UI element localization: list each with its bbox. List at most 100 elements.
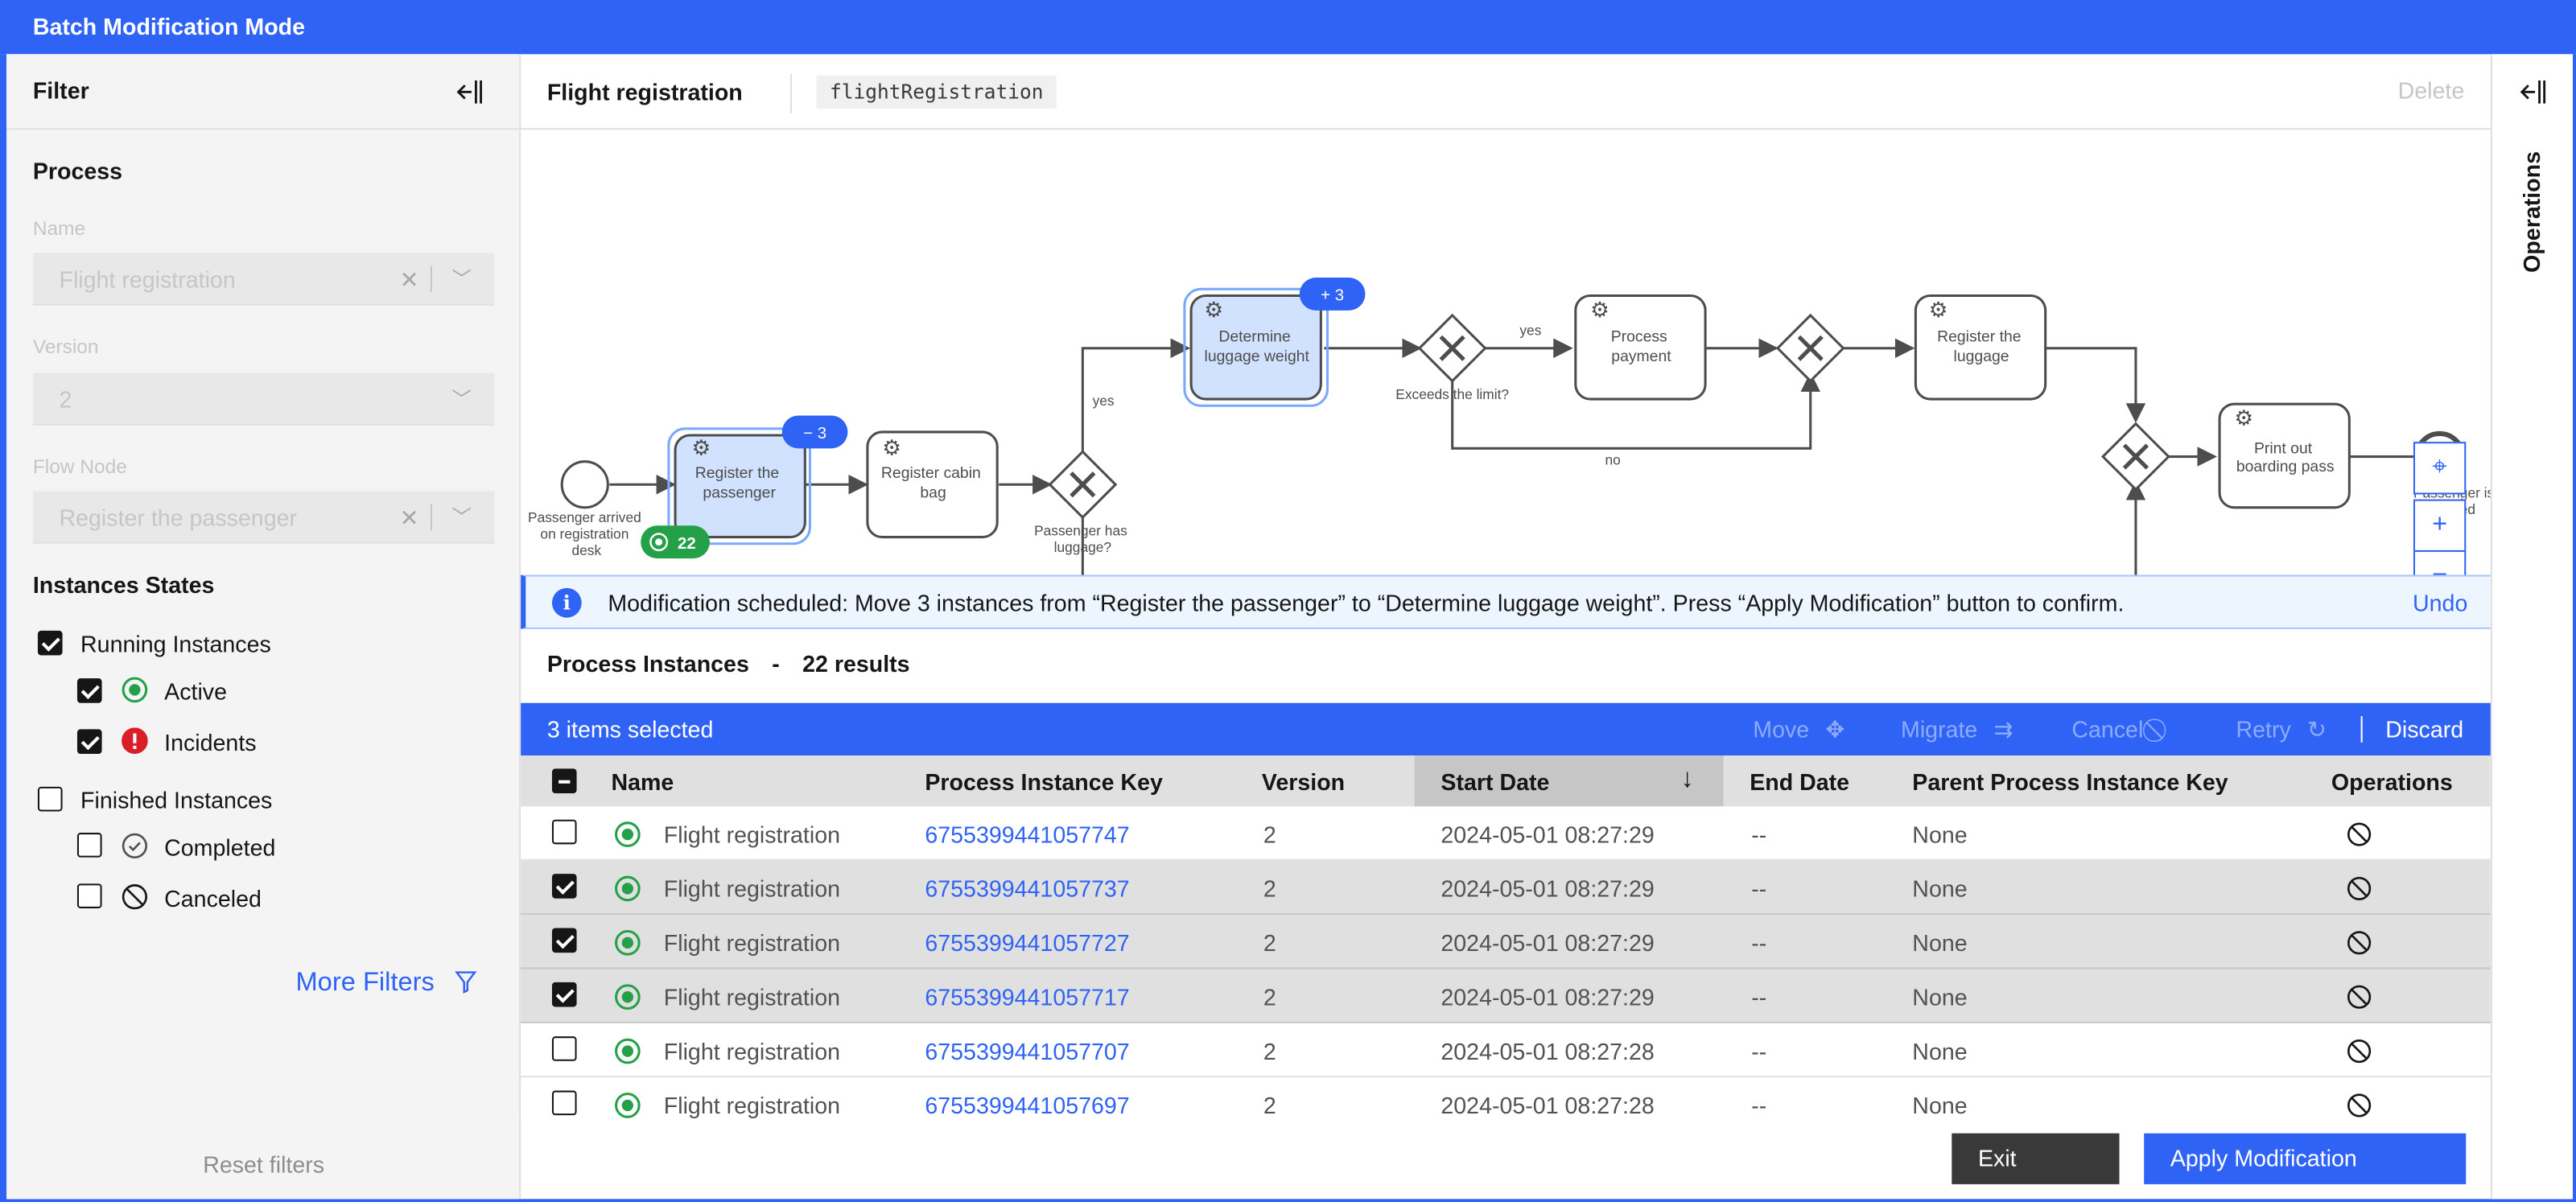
- completed-checkbox[interactable]: [76, 833, 102, 858]
- filter-icon: [454, 971, 477, 994]
- clear-icon[interactable]: ✕: [399, 266, 419, 293]
- name-combobox[interactable]: Flight registration ✕ ﹀: [32, 253, 495, 306]
- bpmn-diagram[interactable]: Passenger arrived on registration desk ⚙…: [521, 131, 2491, 575]
- reset-filters-button[interactable]: Reset filters: [203, 1151, 325, 1178]
- clear-icon[interactable]: ✕: [399, 504, 419, 531]
- row-version: 2: [1263, 821, 1276, 848]
- flow-node-value: Register the passenger: [59, 504, 298, 531]
- row-name: Flight registration: [663, 1092, 841, 1119]
- exit-button[interactable]: Exit: [1952, 1133, 2120, 1184]
- zoom-out-button[interactable]: −: [2413, 550, 2467, 575]
- row-start-date: 2024-05-01 08:27:29: [1440, 983, 1655, 1011]
- row-name: Flight registration: [663, 1038, 841, 1064]
- column-end-date[interactable]: End Date: [1750, 768, 1850, 796]
- task-register-cabin-bag[interactable]: [866, 430, 999, 539]
- row-parent-key: None: [1912, 821, 1968, 848]
- sort-descending-icon[interactable]: ↓: [1680, 765, 1694, 794]
- row-name: Flight registration: [663, 875, 841, 902]
- row-instance-key-link[interactable]: 6755399441057727: [925, 929, 1130, 957]
- row-parent-key: None: [1912, 1092, 1968, 1119]
- cancel-instance-icon[interactable]: [2346, 929, 2372, 956]
- expand-panel-icon[interactable]: [2517, 77, 2547, 107]
- column-instance-key[interactable]: Process Instance Key: [925, 768, 1163, 796]
- zoom-in-button[interactable]: +: [2413, 499, 2467, 552]
- chevron-down-icon[interactable]: ﹀: [451, 267, 472, 291]
- retry-button[interactable]: Retry ↻: [2236, 716, 2326, 744]
- gear-icon: ⚙: [1590, 298, 1609, 322]
- canceled-checkbox[interactable]: [76, 883, 102, 908]
- cancel-instance-icon[interactable]: [2346, 875, 2372, 902]
- migrate-button[interactable]: Migrate ⇉: [1901, 716, 2013, 744]
- column-start-date[interactable]: Start Date: [1440, 768, 1550, 796]
- sequence-flow: [1081, 338, 1191, 452]
- select-all-checkbox[interactable]: [551, 768, 577, 794]
- task-process-payment-label: Process payment: [1611, 328, 1671, 365]
- chevron-down-icon[interactable]: ﹀: [451, 505, 472, 529]
- start-event[interactable]: [560, 460, 609, 509]
- row-end-date: --: [1751, 983, 1767, 1011]
- row-instance-key-link[interactable]: 6755399441057747: [925, 821, 1130, 848]
- info-icon: i: [551, 587, 582, 618]
- cancel-instance-icon[interactable]: [2346, 984, 2372, 1011]
- task-determine-luggage-weight[interactable]: [1189, 294, 1322, 401]
- column-version[interactable]: Version: [1261, 768, 1346, 796]
- action-divider: [2360, 716, 2363, 743]
- column-parent-key[interactable]: Parent Process Instance Key: [1912, 768, 2228, 796]
- process-name: Flight registration: [546, 78, 743, 105]
- row-checkbox[interactable]: [551, 1090, 577, 1116]
- undo-button[interactable]: Undo: [2413, 589, 2468, 616]
- flow-node-combobox[interactable]: Register the passenger ✕ ﹀: [32, 491, 495, 544]
- row-checkbox[interactable]: [551, 819, 577, 845]
- delete-button[interactable]: Delete: [2397, 76, 2465, 104]
- cancel-instance-icon[interactable]: [2346, 1093, 2372, 1119]
- apply-modification-button[interactable]: Apply Modification: [2144, 1133, 2467, 1184]
- chevron-down-icon[interactable]: ﹀: [451, 387, 472, 411]
- active-state-icon: [615, 875, 641, 902]
- row-checkbox[interactable]: [551, 982, 577, 1007]
- task-register-luggage[interactable]: [1914, 294, 2047, 401]
- collapse-panel-icon[interactable]: [453, 77, 483, 107]
- version-value: 2: [59, 385, 72, 413]
- task-print-boarding-pass[interactable]: [2218, 402, 2351, 509]
- active-badge-icon: [649, 533, 669, 552]
- more-filters-button[interactable]: More Filters: [295, 969, 477, 998]
- sequence-flow: [2045, 347, 2146, 423]
- running-instances-checkbox[interactable]: [37, 630, 63, 656]
- row-instance-key-link[interactable]: 6755399441057717: [925, 983, 1130, 1011]
- move-button[interactable]: Move ✥: [1753, 716, 1844, 744]
- row-parent-key: None: [1912, 1038, 1968, 1064]
- cancel-instance-icon[interactable]: [2346, 821, 2372, 848]
- row-checkbox[interactable]: [551, 1036, 577, 1061]
- version-select[interactable]: 2 ﹀: [32, 373, 495, 426]
- flow-label-yes: yes: [1519, 322, 1541, 338]
- table-header: Name Process Instance Key Version Start …: [521, 755, 2491, 807]
- gateway-x-marker: [1797, 335, 1824, 361]
- task-process-payment[interactable]: [1574, 294, 1707, 401]
- cancel-instance-icon[interactable]: [2346, 1038, 2372, 1064]
- reset-zoom-button[interactable]: ⌖: [2413, 442, 2467, 495]
- discard-button[interactable]: Discard: [2385, 716, 2464, 743]
- sorted-column-bg: [1414, 755, 1724, 807]
- finished-instances-checkbox[interactable]: [37, 786, 63, 812]
- cancel-button[interactable]: Cancel ⃠: [2071, 716, 2159, 744]
- row-end-date: --: [1751, 929, 1767, 957]
- active-checkbox[interactable]: [76, 678, 102, 703]
- incidents-checkbox[interactable]: [76, 729, 102, 755]
- task-register-passenger[interactable]: [674, 434, 806, 539]
- row-end-date: --: [1751, 821, 1767, 848]
- row-instance-key-link[interactable]: 6755399441057737: [925, 875, 1130, 902]
- flow-label-no: no: [1605, 452, 1621, 468]
- row-checkbox[interactable]: [551, 928, 577, 953]
- row-instance-key-link[interactable]: 6755399441057697: [925, 1092, 1130, 1119]
- column-name[interactable]: Name: [611, 768, 674, 796]
- row-start-date: 2024-05-01 08:27:29: [1440, 875, 1655, 902]
- gateway-x-marker: [2122, 443, 2149, 470]
- row-instance-key-link[interactable]: 6755399441057707: [925, 1038, 1130, 1064]
- row-checkbox[interactable]: [551, 874, 577, 899]
